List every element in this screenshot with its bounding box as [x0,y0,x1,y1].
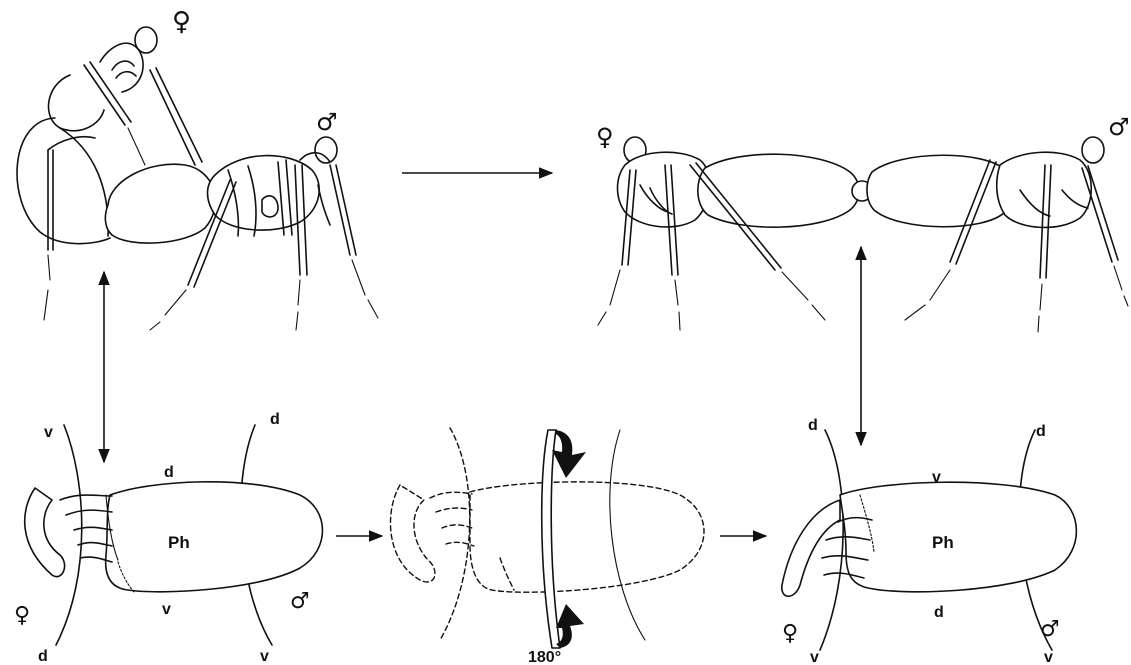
male-symbol-bottom-left: ♂ [290,589,310,614]
pair-initial-position-illustration [17,27,378,330]
female-symbol-top-left: ♀ [172,7,191,37]
female-symbol-top-right: ♀ [596,123,614,151]
ventral-label-right-bottom-2: v [810,649,819,665]
pair-end-to-end-illustration [598,137,1128,332]
phallus-rotation-stage [390,428,704,648]
dorsal-label-left-bottom: d [38,648,48,665]
ventral-label-right-bottom-1: v [260,648,269,665]
dorsal-label-right-top-2: d [808,417,818,434]
dorsal-label-2: d [934,604,944,621]
phallus-label-2: Ph [932,533,954,552]
ventral-label-1: v [162,601,171,618]
dorsal-label-right-top-1: d [270,411,280,428]
phallus-label-1: Ph [168,533,190,552]
male-symbol-bottom-right: ♂ [1040,617,1060,642]
female-symbol-bottom-right: ♀ [782,621,798,646]
ventral-label-right-bottom-3: v [1044,649,1053,665]
ventral-label-2: v [932,469,941,486]
dorsal-label-1: d [164,464,174,481]
rotation-label: 180° [528,649,561,665]
phallus-final-orientation [782,430,1077,650]
ventral-label-left-top: v [44,424,53,441]
male-symbol-top-left: ♂ [316,108,338,136]
dorsal-label-right-top-3: d [1036,423,1046,440]
male-symbol-top-right: ♂ [1108,113,1130,141]
female-symbol-bottom-left: ♀ [14,603,30,628]
